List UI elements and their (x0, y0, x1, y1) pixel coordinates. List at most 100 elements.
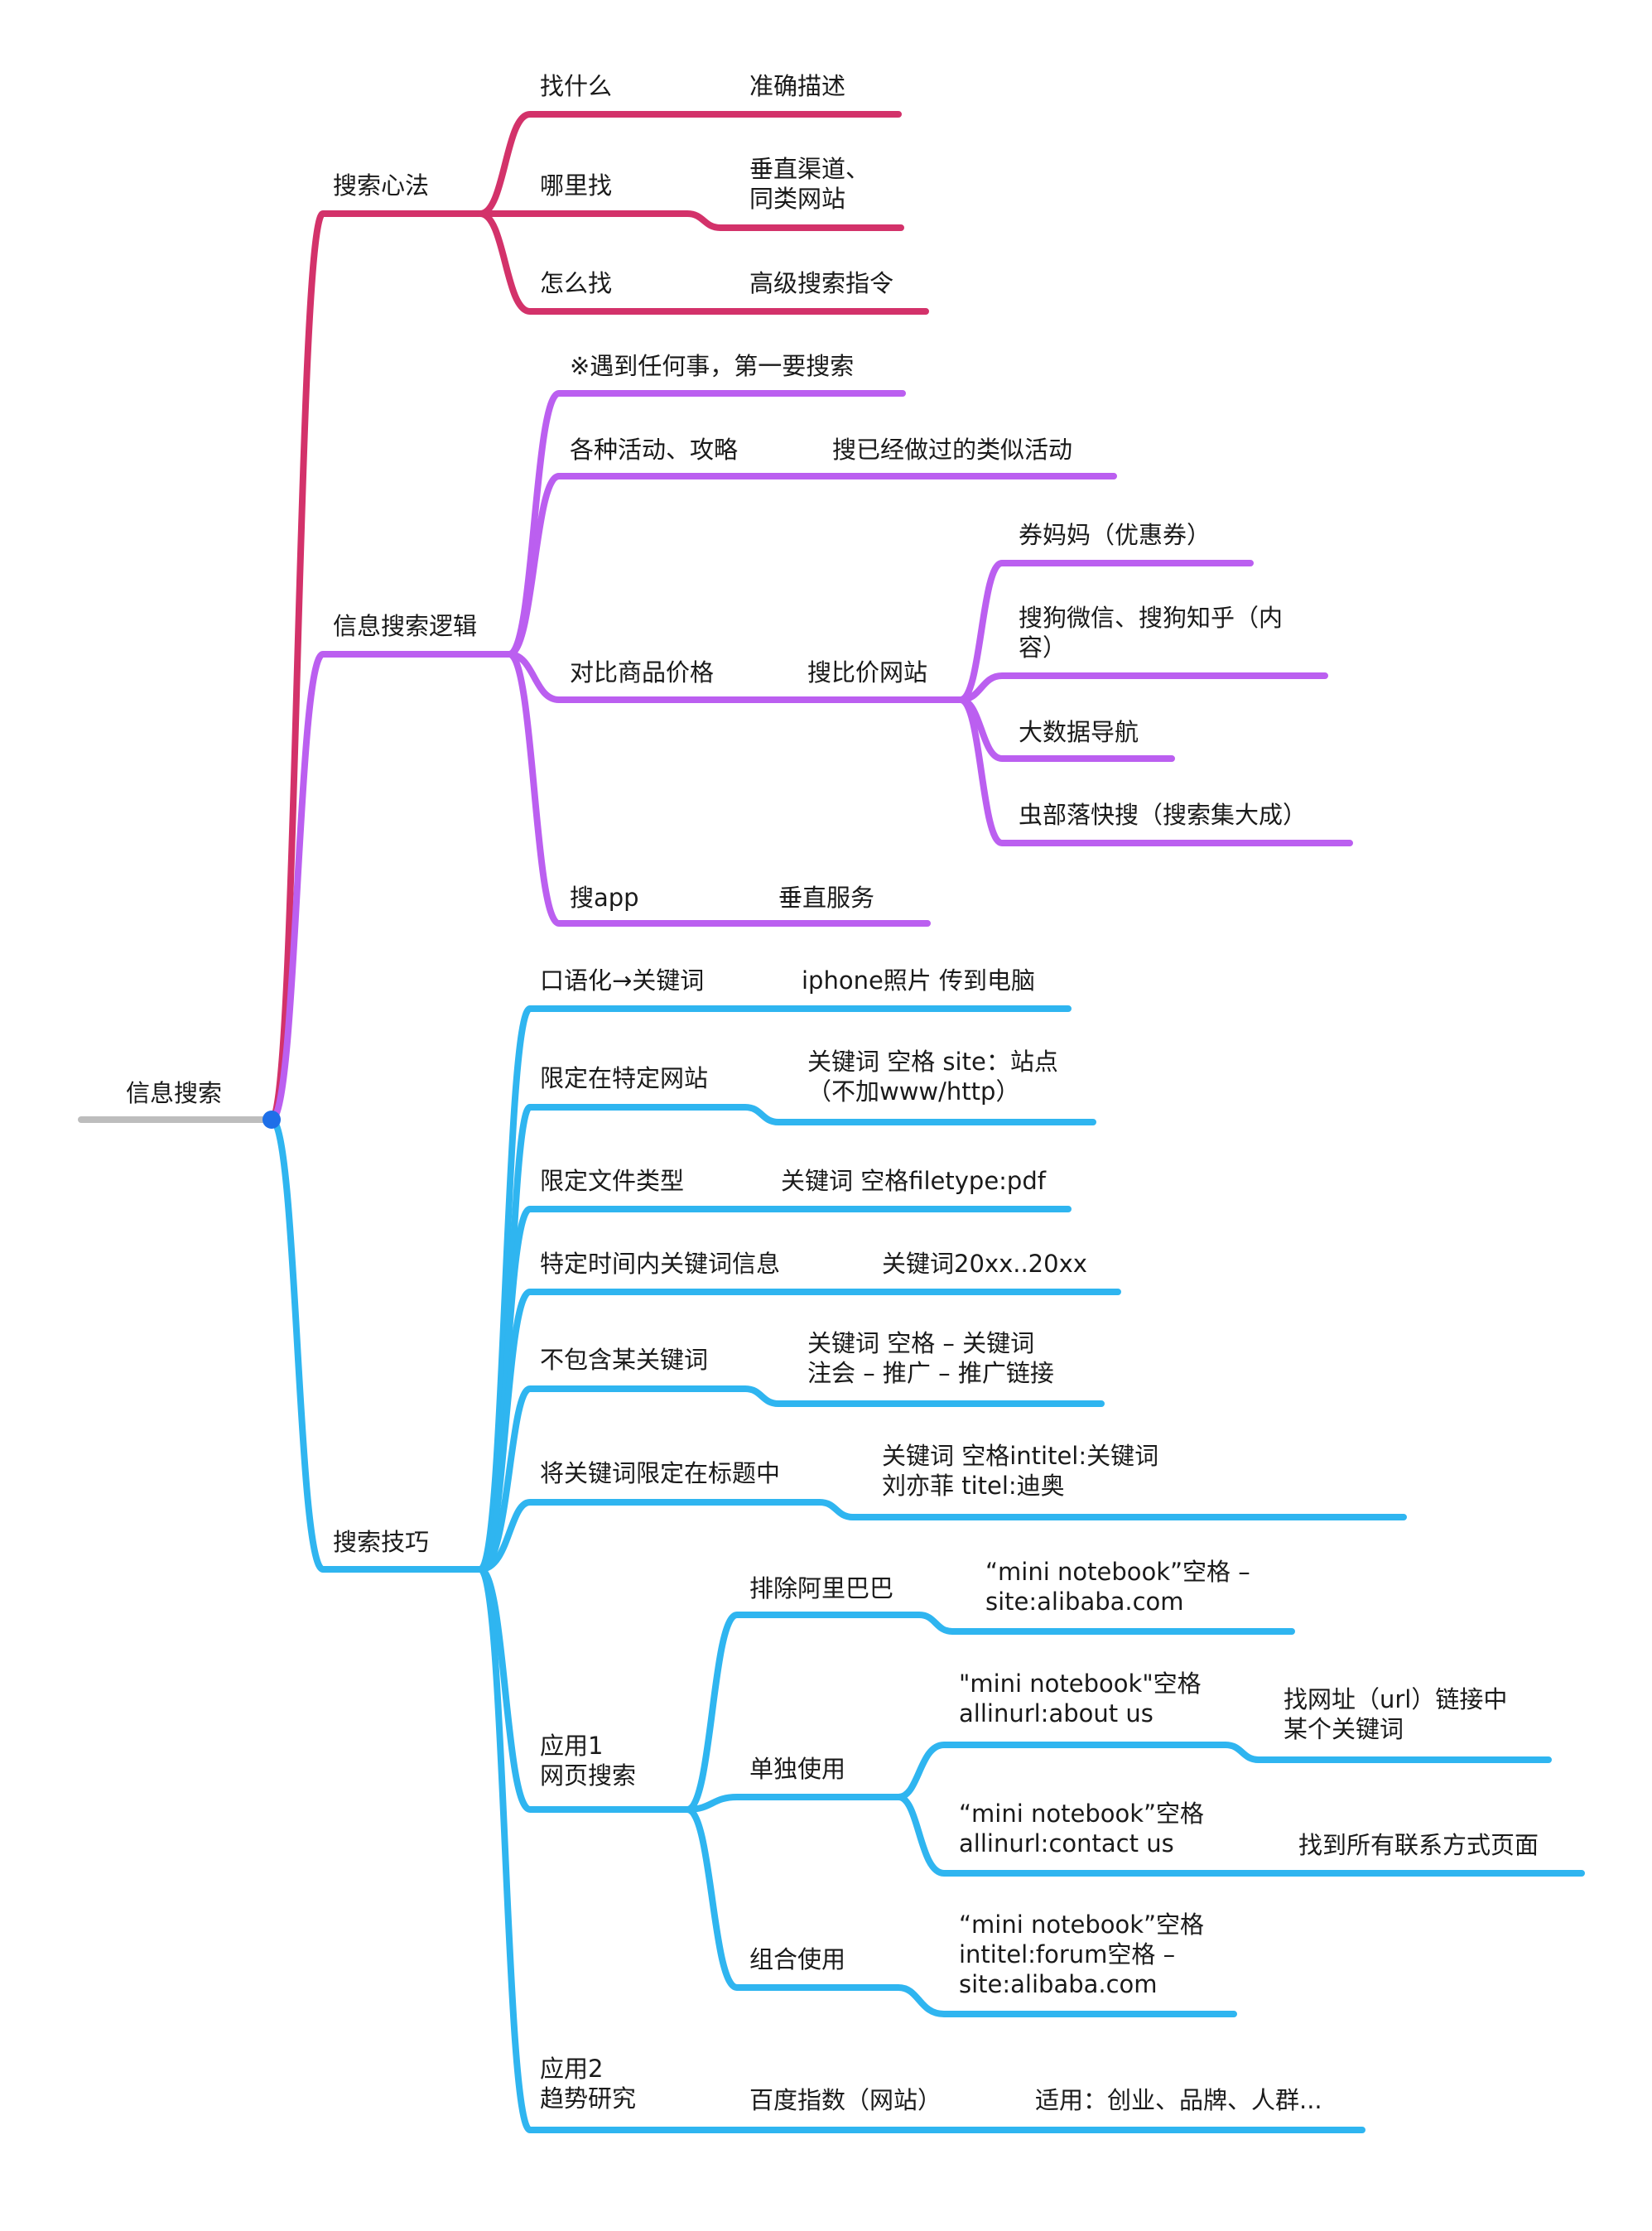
tip-6-connector (477, 1499, 1407, 1573)
app1-combo-label-line: 组合使用 (749, 1945, 845, 1973)
tip-5-label-line: 不包含某关键词 (540, 1346, 708, 1374)
branch-connector-1 (268, 210, 484, 1123)
tip-2-label: 限定在特定网站 (540, 1064, 708, 1092)
branch-2-child-4-detail: 垂直服务 (778, 884, 874, 912)
solo-item-2-note: 找到所有联系方式页面 (1298, 1831, 1539, 1859)
branch-2-child-3-detail: 搜比价网站 (807, 658, 927, 687)
branch-2-child-1-label-line: ※遇到任何事，第一要搜索 (570, 352, 854, 380)
app2-note-line: 适用：创业、品牌、人群... (1035, 2086, 1322, 2114)
branch-2-child-1-label: ※遇到任何事，第一要搜索 (570, 352, 854, 380)
branch-1-child-3-detail: 高级搜索指令 (749, 269, 893, 297)
compare-site-2-connector (957, 672, 1328, 703)
branch-1-child-2-detail-line: 同类网站 (749, 185, 845, 213)
branch-label-2-line: 信息搜索逻辑 (333, 612, 477, 640)
app1-combo-detail-line: site:alibaba.com (959, 1970, 1158, 1998)
branch-1-child-3-connector (477, 210, 929, 315)
app1-combo-detail-line: intitel:forum空格 – (959, 1940, 1175, 1968)
compare-site-1-label: 券妈妈（优惠券） (1019, 521, 1211, 549)
branch-1-child-2-detail: 垂直渠道、同类网站 (749, 155, 869, 213)
app1-combo-connector (684, 1806, 1237, 2017)
tip-2-detail-line: 关键词 空格 site：站点 (807, 1048, 1058, 1076)
solo-item-1-note-line: 找网址（url）链接中 (1284, 1685, 1507, 1713)
tip-1-label-line: 口语化→关键词 (540, 966, 704, 995)
solo-item-2-connector (895, 1794, 1585, 1877)
compare-site-1-label-line: 券妈妈（优惠券） (1019, 521, 1211, 549)
tip-4-detail: 关键词20xx..20xx (882, 1250, 1087, 1278)
branch-1-child-2-label: 哪里找 (540, 171, 612, 200)
tip-5-detail: 关键词 空格 – 关键词注会 – 推广 – 推广链接 (807, 1329, 1054, 1387)
branch-2-child-3-connector (506, 651, 964, 703)
solo-item-2-note-line: 找到所有联系方式页面 (1298, 1831, 1539, 1859)
branch-1-child-2-detail-line: 垂直渠道、 (749, 155, 869, 183)
tip-4-detail-line: 关键词20xx..20xx (882, 1250, 1087, 1278)
compare-site-4-connector (957, 696, 1353, 846)
app2-detail-line: 百度指数（网站） (749, 2086, 942, 2114)
solo-item-1-note-line: 某个关键词 (1284, 1715, 1404, 1743)
tip-3-label-line: 限定文件类型 (540, 1167, 684, 1195)
solo-item-1-note: 找网址（url）链接中某个关键词 (1284, 1685, 1507, 1743)
tip-6-label-line: 将关键词限定在标题中 (540, 1459, 780, 1487)
branch-2-child-4-label-line: 搜app (570, 884, 639, 912)
branch-1-child-1-label-line: 找什么 (540, 72, 612, 100)
tip-4-connector (477, 1289, 1121, 1573)
app2-note: 适用：创业、品牌、人群... (1035, 2086, 1322, 2114)
compare-site-3-label-line: 大数据导航 (1019, 718, 1139, 746)
tip-4-label: 特定时间内关键词信息 (540, 1250, 780, 1278)
root-node-dot (262, 1111, 281, 1129)
app2-connector (477, 1566, 1365, 2133)
branch-2-child-4-label: 搜app (570, 884, 639, 912)
branch-label-1: 搜索心法 (333, 171, 429, 200)
branch-1-child-2-label-line: 哪里找 (540, 171, 612, 200)
app1-combo-label: 组合使用 (749, 1945, 845, 1973)
app1-exclude-detail-line: site:alibaba.com (985, 1588, 1184, 1616)
tip-6-detail: 关键词 空格intitel:关键词刘亦菲 titel:迪奥 (882, 1442, 1158, 1500)
app1-solo-label: 单独使用 (749, 1755, 845, 1783)
app1-combo-detail-line: “mini notebook”空格 (959, 1911, 1204, 1939)
branch-2-child-2-label: 各种活动、攻略 (570, 436, 738, 464)
tip-1-label: 口语化→关键词 (540, 966, 704, 995)
solo-item-2-query-line: allinurl:contact us (959, 1829, 1174, 1858)
branch-label-1-line: 搜索心法 (333, 171, 429, 200)
mind-map-connectors (78, 111, 1585, 2133)
branch-2-child-2-detail-line: 搜已经做过的类似活动 (832, 436, 1072, 464)
tip-3-label: 限定文件类型 (540, 1167, 684, 1195)
app1-exclude-label: 排除阿里巴巴 (749, 1574, 893, 1602)
app2-detail: 百度指数（网站） (749, 2086, 942, 2114)
branch-2-child-1-connector (506, 390, 906, 658)
tip-6-detail-line: 刘亦菲 titel:迪奥 (882, 1472, 1065, 1500)
tip-6-detail-line: 关键词 空格intitel:关键词 (882, 1442, 1158, 1470)
branch-2-child-3-label-line: 对比商品价格 (570, 658, 714, 687)
compare-site-2-label-line: 容） (1019, 634, 1067, 662)
app1-label-line: 网页搜索 (540, 1761, 636, 1790)
branch-2-child-4-connector (506, 651, 931, 927)
compare-site-4-label: 虫部落快搜（搜索集大成） (1019, 801, 1307, 829)
branch-1-child-3-detail-line: 高级搜索指令 (749, 269, 893, 297)
branch-2-child-3-label: 对比商品价格 (570, 658, 714, 687)
tip-5-label: 不包含某关键词 (540, 1346, 708, 1374)
branch-2-child-3-detail-line: 搜比价网站 (807, 658, 927, 687)
branch-1-child-1-detail-line: 准确描述 (749, 72, 845, 100)
branch-label-2: 信息搜索逻辑 (333, 612, 477, 640)
app1-exclude-detail-line: “mini notebook”空格 – (985, 1558, 1250, 1586)
solo-item-1-query-line: "mini notebook"空格 (959, 1670, 1202, 1698)
tip-2-detail-line: （不加www/http） (807, 1077, 1019, 1106)
compare-site-4-label-line: 虫部落快搜（搜索集大成） (1019, 801, 1307, 829)
branch-label-3: 搜索技巧 (333, 1528, 429, 1556)
tip-5-connector (477, 1385, 1105, 1573)
tip-1-detail-line: iphone照片 传到电脑 (802, 966, 1035, 995)
branch-connector-3 (268, 1116, 484, 1573)
tip-1-detail: iphone照片 传到电脑 (802, 966, 1035, 995)
tip-2-detail: 关键词 空格 site：站点（不加www/http） (807, 1048, 1058, 1106)
tip-6-label: 将关键词限定在标题中 (540, 1459, 780, 1487)
branch-1-child-1-detail: 准确描述 (749, 72, 845, 100)
compare-site-1-connector (957, 560, 1254, 703)
branch-1-child-1-connector (477, 111, 902, 217)
branch-2-child-2-detail: 搜已经做过的类似活动 (832, 436, 1072, 464)
app1-exclude-label-line: 排除阿里巴巴 (749, 1574, 893, 1602)
app2-label-line: 应用2 (540, 2055, 603, 2083)
tip-3-detail: 关键词 空格filetype:pdf (781, 1167, 1047, 1195)
